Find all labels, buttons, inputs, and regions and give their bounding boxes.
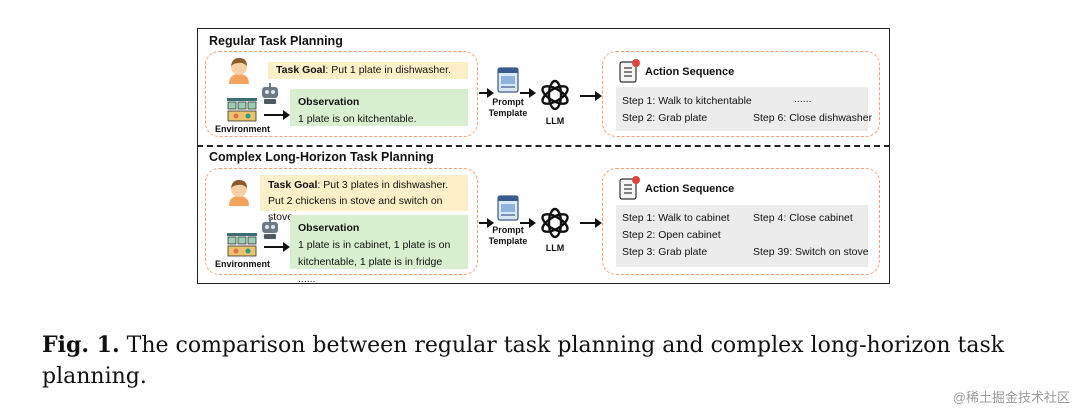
caption-text: The comparison between regular task plan… [42,333,1005,389]
complex-output-box [602,168,880,275]
llm-label: LLM [545,116,565,126]
kitchen-environment-icon [227,233,257,257]
task-goal-label: Task Goal [268,179,318,191]
input-to-template-arrow [479,88,494,98]
complex-section-title: Complex Long-Horizon Task Planning [209,150,434,164]
environment-label: Environment [215,259,271,269]
task-goal-text-line2: Put 2 chickens in stove and switch on st… [268,195,443,223]
regular-section-title: Regular Task Planning [209,34,343,48]
llm-label: LLM [545,243,565,253]
complex-observation: Observation 1 plate is in cabinet, 1 pla… [290,215,468,285]
openai-llm-icon [541,79,569,111]
step-item: Step 1: Walk to cabinet [622,212,730,224]
llm-to-actions-arrow [580,91,602,101]
regular-output-box [602,51,880,137]
watermark: @稀土掘金技术社区 [952,390,1070,405]
step-ellipsis: ...... [794,93,812,105]
observation-label: Observation [298,96,360,108]
task-goal-text: : Put 3 plates in dishwasher. [317,179,449,191]
robot-icon [262,218,278,239]
prompt-label: Prompt [492,225,524,235]
template-to-llm-arrow [520,218,536,228]
step-item: Step 2: Open cabinet [622,229,721,241]
complex-steps-panel: Step 1: Walk to cabinet Step 4: Close ca… [616,205,869,267]
complex-task-goal: Task Goal: Put 3 plates in dishwasher. P… [260,175,468,223]
input-to-template-arrow [479,218,494,228]
section-divider [197,145,890,147]
observation-label: Observation [298,222,360,234]
person-icon [229,58,249,84]
action-sequence-title: Action Sequence [645,66,735,78]
environment-label: Environment [215,124,271,134]
prompt-template-icon [497,67,519,93]
template-to-llm-arrow [520,88,536,98]
step-item: Step 1: Walk to kitchentable [622,95,752,107]
regular-task-goal: Task Goal: Put 1 plate in dishwasher. [268,62,468,79]
action-sequence-title: Action Sequence [645,183,735,195]
task-goal-text: : Put 1 plate in dishwasher. [325,64,451,76]
llm-to-actions-arrow [580,218,602,228]
figure-caption: Fig. 1. The comparison between regular t… [42,330,1052,392]
prompt-label: Prompt [492,97,524,107]
prompt-template-label: Prompt Template [484,97,532,119]
prompt-template-icon [497,195,519,221]
step-item: Step 2: Grab plate [622,112,708,124]
robot-icon [262,83,278,104]
figure-frame [197,28,890,284]
regular-steps-panel: Step 1: Walk to kitchentable ...... Step… [616,87,872,131]
observation-text: 1 plate is on kitchentable. [298,113,417,125]
person-icon [229,180,249,206]
complex-input-box [205,168,478,275]
step-item: Step 39: Switch on stove [753,246,869,258]
openai-llm-icon [541,207,569,239]
regular-observation: Observation 1 plate is on kitchentable. [290,89,468,126]
checklist-icon [619,176,640,200]
observation-text-line1: 1 plate is in cabinet, 1 plate is on [298,239,451,251]
template-label: Template [488,236,528,246]
observation-text-line2: kitchentable, 1 plate is in fridge .....… [298,256,443,285]
env-to-observation-arrow [264,110,290,120]
checklist-icon [619,59,640,83]
kitchen-environment-icon [227,98,257,122]
step-item: Step 3: Grab plate [622,246,708,258]
step-item: Step 4: Close cabinet [753,212,853,224]
regular-input-box [205,51,478,137]
prompt-template-label: Prompt Template [484,225,532,247]
env-to-observation-arrow [264,242,290,252]
caption-prefix: Fig. 1. [42,332,120,358]
step-item: Step 6: Close dishwasher [753,112,873,124]
task-goal-label: Task Goal [276,64,326,76]
template-label: Template [488,108,528,118]
